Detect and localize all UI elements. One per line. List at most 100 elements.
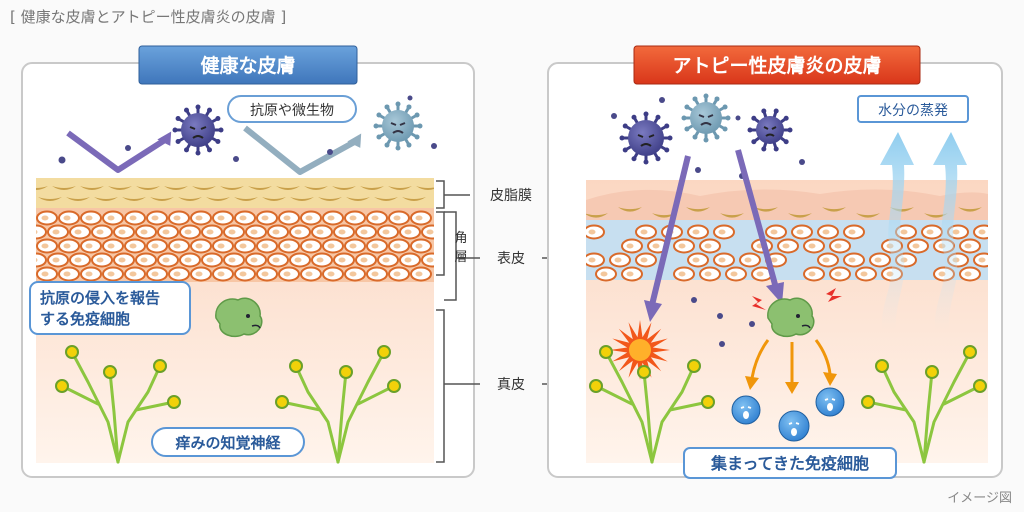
sebum-flake — [94, 197, 118, 201]
germ-spike-tip — [622, 123, 628, 129]
cell-nucleus — [426, 229, 434, 235]
signal-arrows — [750, 339, 832, 384]
sebum-flake — [122, 197, 146, 201]
left-sebum-cells — [36, 186, 434, 201]
cell-nucleus — [371, 271, 379, 277]
left-antigen-arrows — [66, 125, 362, 175]
cell-nucleus — [393, 215, 401, 221]
cell-nucleus — [85, 215, 93, 221]
cell-nucleus — [338, 257, 346, 263]
germ-spike-tip — [692, 134, 698, 140]
cell-nucleus — [162, 257, 170, 263]
germ-spike-tip — [664, 147, 670, 153]
antigen-label: 抗原や微生物 — [250, 103, 334, 119]
germ-spike-tip — [692, 96, 698, 102]
sebum-flake — [788, 213, 812, 218]
cell-nucleus — [63, 215, 71, 221]
cell-nucleus — [316, 229, 324, 235]
cell-nucleus — [678, 243, 686, 249]
cell-nucleus — [834, 271, 842, 277]
nerve-label: 痒みの知覚神経 — [175, 434, 281, 452]
sebum-flake — [234, 197, 258, 201]
cell-nucleus — [718, 257, 726, 263]
germ-spike-tip — [215, 139, 221, 144]
cell-nucleus — [900, 229, 908, 235]
cell-nucleus — [173, 215, 181, 221]
germ-spike-tip — [631, 114, 637, 120]
cell-nucleus — [96, 229, 104, 235]
germ-spike-tip — [773, 108, 779, 114]
cell-nucleus — [217, 271, 225, 277]
germ-spike-tip — [414, 134, 420, 140]
cell-nucleus — [85, 271, 93, 277]
immune-cell-icon — [767, 297, 815, 338]
cell-nucleus — [36, 229, 38, 235]
sebum-flake — [66, 197, 90, 201]
cell-nucleus — [272, 229, 280, 235]
immune-report-line1: 抗原の侵入を報告 — [40, 289, 160, 307]
nerve-ending — [289, 359, 303, 373]
nerve-branch — [650, 364, 696, 464]
cell-nucleus — [692, 257, 700, 263]
cell-nucleus — [195, 271, 203, 277]
arrow-bounce-gray — [243, 125, 360, 175]
left-title-badge — [138, 45, 358, 85]
sebum-flake — [248, 186, 272, 190]
germ-icon — [619, 111, 673, 165]
inflammation-burst-icon — [610, 320, 670, 380]
germ-spike-tip — [787, 127, 793, 133]
cell-nucleus — [151, 271, 159, 277]
sebum-flake — [80, 186, 104, 190]
sebum-flake — [36, 186, 48, 190]
left-sebum-layer — [36, 178, 434, 208]
sebum-flake — [754, 207, 778, 212]
germ-spike-tip — [172, 127, 178, 133]
germ-spike-tip — [747, 127, 753, 133]
nerve-ending — [275, 395, 289, 409]
cell-nucleus — [184, 229, 192, 235]
epidermis-label: 表皮 — [497, 251, 525, 267]
cell-nucleus — [718, 229, 726, 235]
germ-spike-tip — [722, 104, 728, 110]
germ-icon — [681, 93, 731, 143]
nerve-branch — [922, 370, 934, 464]
cell-nucleus — [978, 257, 986, 263]
left-itch-nerves — [55, 345, 401, 464]
sebum-flake — [38, 197, 62, 201]
cell-nucleus — [36, 257, 38, 263]
cell-nucleus — [952, 229, 960, 235]
sebum-flake — [136, 186, 160, 190]
germ-spike-tip — [195, 150, 201, 156]
sebum-flake — [262, 197, 286, 201]
sebum-flake — [346, 197, 370, 201]
cell-nucleus — [371, 243, 379, 249]
cell-nucleus — [239, 215, 247, 221]
germ-spike-tip — [655, 114, 661, 120]
nerve-branch — [116, 364, 162, 464]
nerve-ending — [55, 379, 69, 393]
germ-spike-tip — [376, 112, 382, 118]
header-title: [ 健康な皮膚とアトピー性皮膚炎の皮膚 ] — [10, 8, 286, 26]
left-title: 健康な皮膚 — [200, 54, 295, 77]
germ-spike-tip — [395, 101, 401, 107]
germ-spike-tip — [751, 139, 757, 145]
horny-label-left-1: 角 — [454, 231, 467, 246]
nerve-ending — [153, 359, 167, 373]
cell-nucleus — [404, 257, 412, 263]
germ-spike-tip — [684, 104, 690, 110]
sebum-flake — [192, 186, 216, 190]
cell-nucleus — [964, 243, 972, 249]
cell-nucleus — [964, 271, 972, 277]
cell-nucleus — [848, 257, 856, 263]
germ-spike-tip — [714, 134, 720, 140]
nerve-branch — [880, 364, 926, 464]
penetrating-arrows — [644, 149, 784, 322]
germ-spike-tip — [703, 137, 709, 143]
germ-spike-tip — [184, 107, 189, 113]
germ-spike-tip — [215, 116, 221, 121]
cell-nucleus — [848, 229, 856, 235]
dermis-label: 真皮 — [497, 377, 525, 393]
germ-spike-tip — [761, 108, 767, 114]
cell-nucleus — [173, 271, 181, 277]
cell-nucleus — [349, 215, 357, 221]
